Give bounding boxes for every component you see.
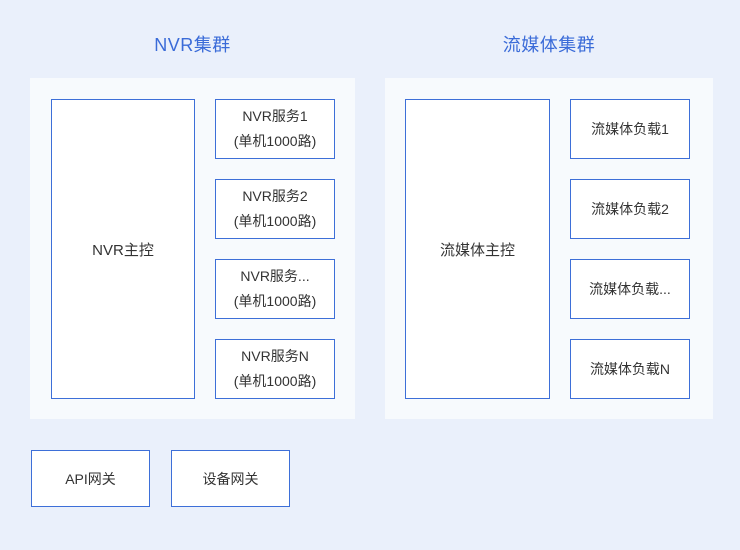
nvr-node-sublabel: (单机1000路) xyxy=(233,373,317,389)
cluster-panel-media: 流媒体主控 流媒体负载1 流媒体负载2 流媒体负载... 流媒体负载N xyxy=(385,78,713,419)
nvr-node-box-n: NVR服务N (单机1000路) xyxy=(215,339,335,399)
nvr-node-box-2: NVR服务2 (单机1000路) xyxy=(215,179,335,239)
media-node-label: 流媒体负载... xyxy=(589,280,671,297)
media-node-box-2: 流媒体负载2 xyxy=(570,179,690,239)
media-master-box: 流媒体主控 xyxy=(405,99,550,399)
media-node-box-ellipsis: 流媒体负载... xyxy=(570,259,690,319)
cluster-title-media: 流媒体集群 xyxy=(502,35,596,55)
nvr-master-label: NVR主控 xyxy=(92,241,154,259)
nvr-node-label: NVR服务N xyxy=(241,348,309,364)
api-gateway-label: API网关 xyxy=(65,470,116,487)
cluster-title-nvr: NVR集群 xyxy=(154,35,231,55)
nvr-node-label: NVR服务2 xyxy=(242,188,308,204)
api-gateway-box: API网关 xyxy=(31,450,150,507)
media-node-label: 流媒体负载1 xyxy=(591,120,669,137)
nvr-node-box-1: NVR服务1 (单机1000路) xyxy=(215,99,335,159)
media-node-label: 流媒体负载N xyxy=(589,360,671,377)
device-gateway-box: 设备网关 xyxy=(171,450,290,507)
nvr-node-sublabel: (单机1000路) xyxy=(233,213,317,229)
media-node-box-1: 流媒体负载1 xyxy=(570,99,690,159)
nvr-node-sublabel: (单机1000路) xyxy=(233,133,317,149)
nvr-node-label: NVR服务... xyxy=(240,268,310,284)
nvr-node-label: NVR服务1 xyxy=(242,108,308,124)
device-gateway-label: 设备网关 xyxy=(202,470,259,487)
nvr-node-box-ellipsis: NVR服务... (单机1000路) xyxy=(215,259,335,319)
media-node-box-n: 流媒体负载N xyxy=(570,339,690,399)
media-node-label: 流媒体负载2 xyxy=(591,200,669,217)
nvr-master-box: NVR主控 xyxy=(51,99,195,399)
nvr-node-sublabel: (单机1000路) xyxy=(233,293,317,309)
cluster-panel-nvr: NVR主控 NVR服务1 (单机1000路) NVR服务2 (单机1000路) … xyxy=(30,78,355,419)
media-master-label: 流媒体主控 xyxy=(439,241,515,259)
